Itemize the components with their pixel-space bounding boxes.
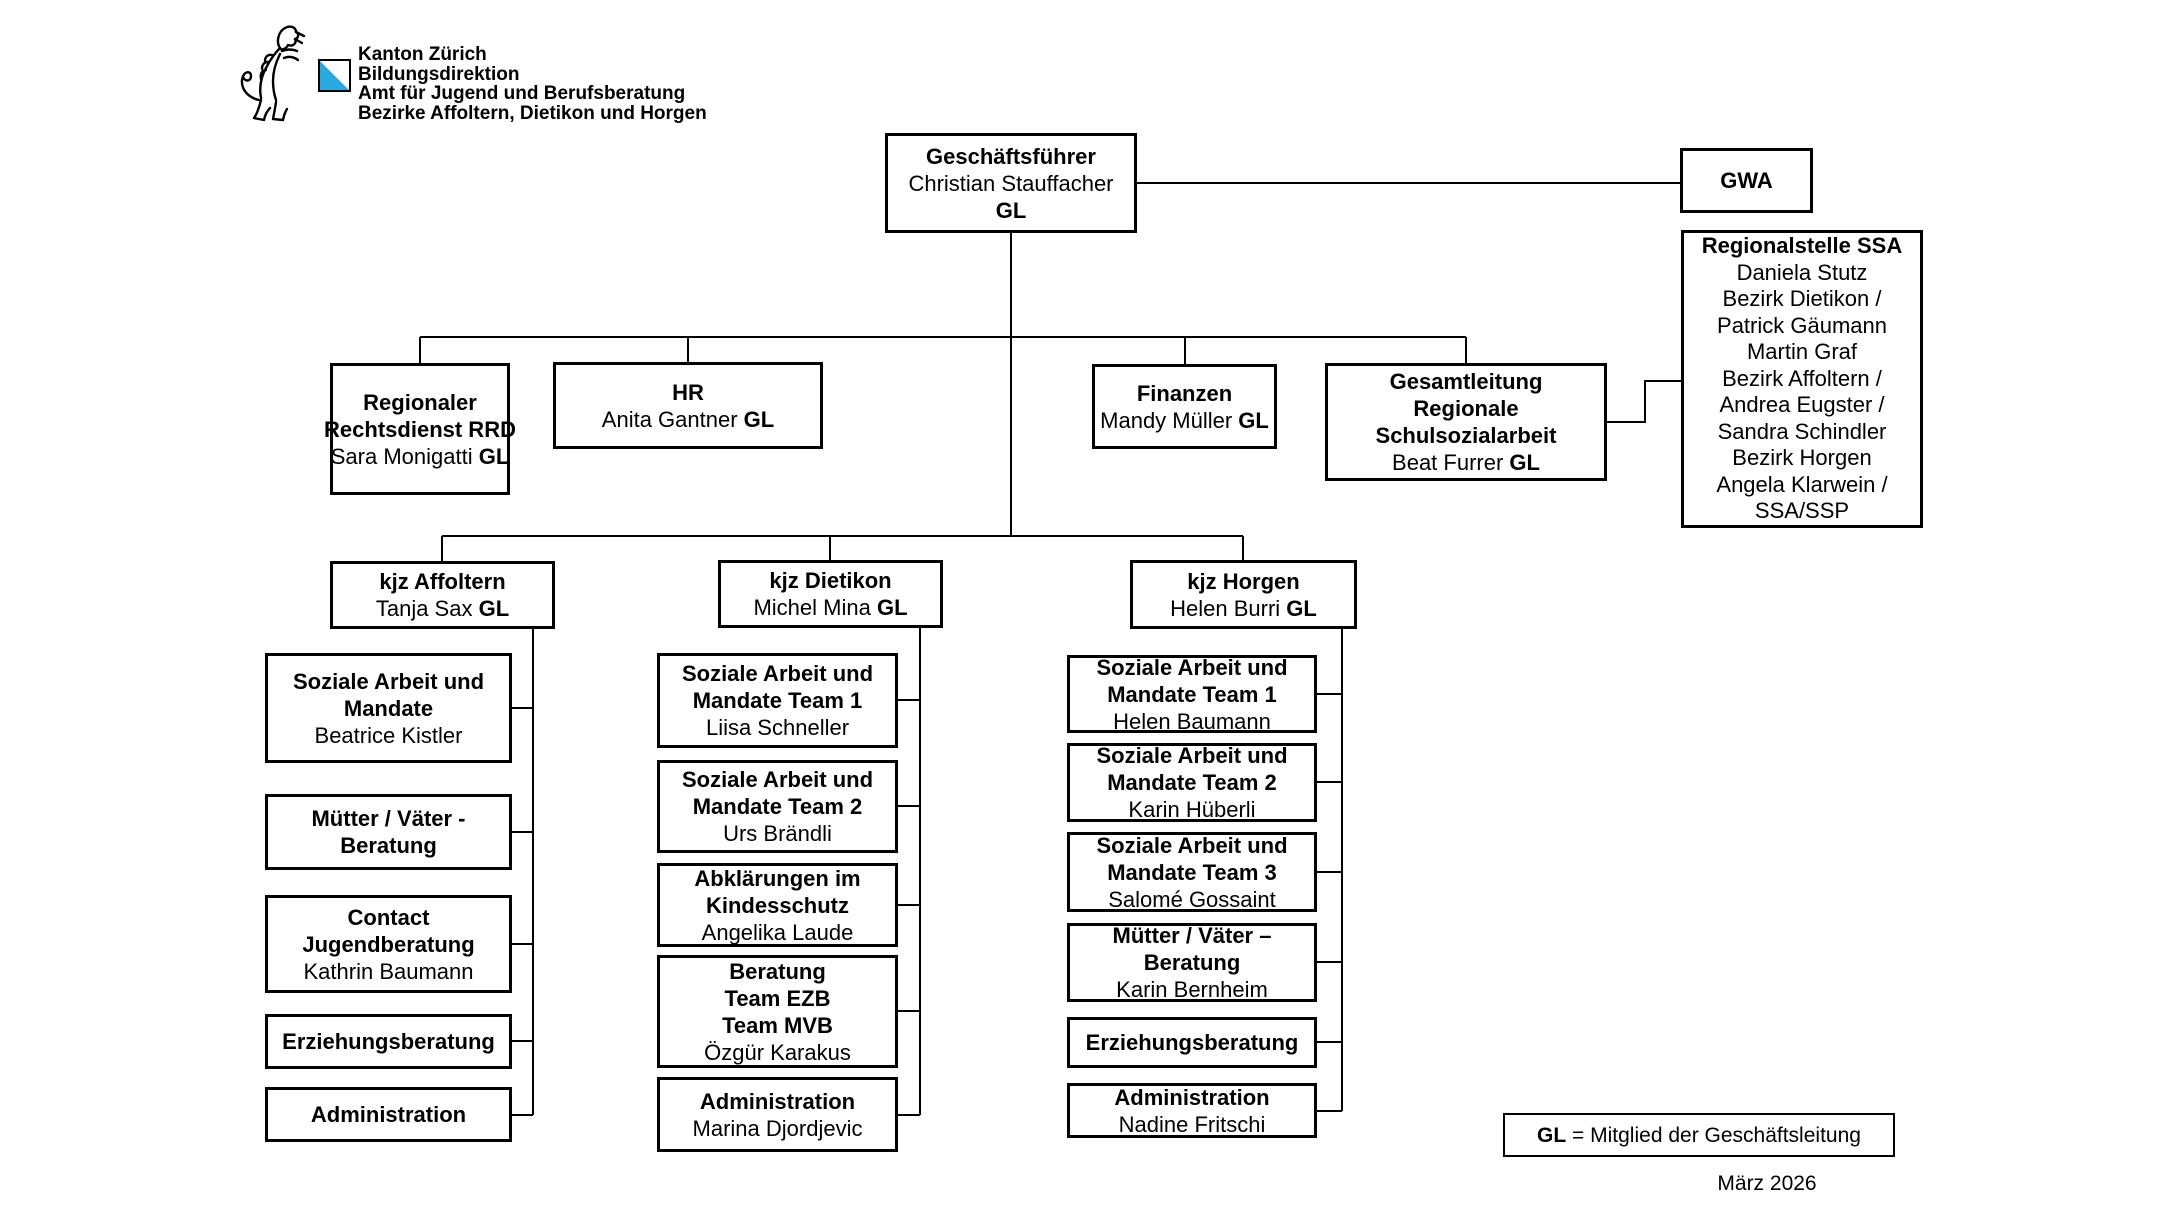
org-box-horgen-erziehungsberatung: Erziehungsberatung (1067, 1017, 1317, 1068)
date-label: März 2026 (1717, 1172, 1817, 1195)
zuerich-flag-icon (318, 59, 351, 92)
org-box-affoltern-erziehungsberatung: Erziehungsberatung (265, 1014, 512, 1069)
gl-legend: GL = Mitglied der Geschäftsleitung (1503, 1113, 1895, 1157)
kanton-zuerich-lion-icon (240, 25, 306, 122)
org-box-affoltern-administration: Administration (265, 1087, 512, 1142)
org-box-gwa: GWA (1680, 148, 1813, 213)
org-box-affoltern-muetter-vaeter-beratung: Mütter / Väter -Beratung (265, 794, 512, 870)
